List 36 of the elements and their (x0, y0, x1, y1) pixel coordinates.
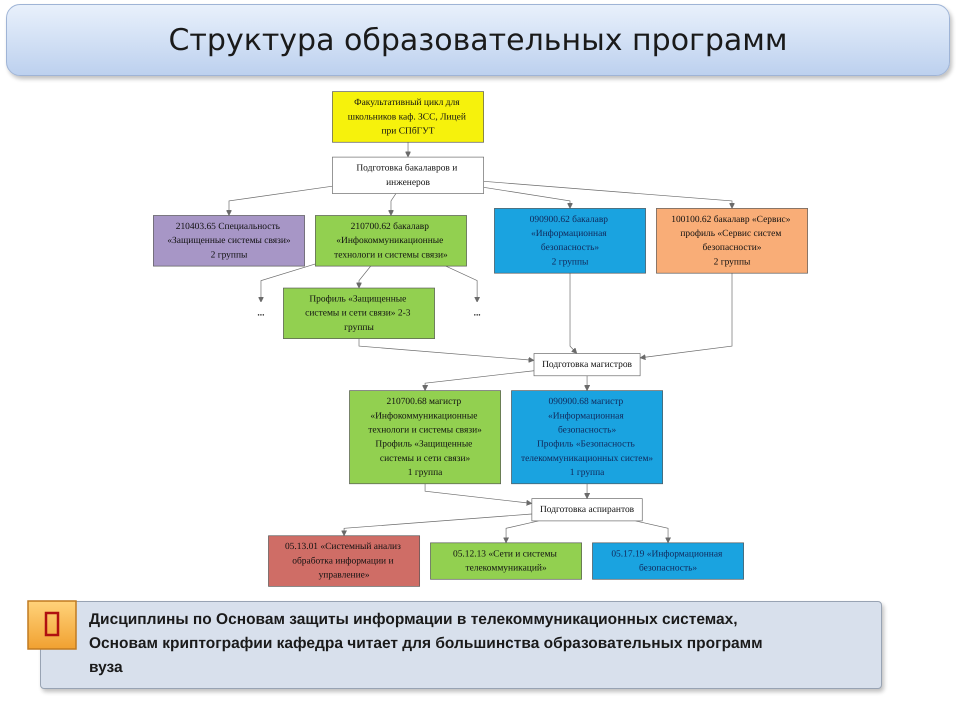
arrow (356, 266, 370, 288)
node-box: Факультативный цикл для школьников каф. ЗСС, Лицей при СПбГУТ (332, 91, 484, 143)
node-box: 210403.65 Специальность «Защищенные системы связи» 2 группы (152, 215, 304, 266)
arrow (258, 264, 316, 302)
node-box: 210700.68 магистр «Инфокоммуникационные технологи и системы связи» Профиль «Защищенные системы и сети связи» 1 группа (348, 390, 500, 484)
node-box: 05.17.19 «Информационная безопасность» (592, 542, 744, 580)
node-text: ... (473, 308, 480, 318)
node-box: 05.12.13 «Сети и системы телекоммуникаций» (430, 542, 582, 580)
arrow (226, 186, 332, 216)
arrow (569, 272, 577, 354)
slide-title: Структура образовательных программ (6, 4, 950, 76)
arrow (502, 520, 538, 544)
arrow (634, 520, 671, 544)
arrow (422, 370, 534, 391)
node-box: Подготовка аспирантов (531, 498, 642, 522)
node-box: 100100.62 бакалавр «Сервис» профиль «Сервис систем безопасности» 2 группы (656, 208, 808, 274)
node-box: Подготовка бакалавров и инженеров (332, 156, 484, 194)
arrow (444, 266, 480, 302)
arrow (639, 272, 732, 360)
node-box: Профиль «Защищенные системы и сети связи» 2-3 группы (282, 288, 434, 339)
node-box: 210700.62 бакалавр «Инфокоммуникационные технологи и системы связи» (314, 215, 466, 266)
arrow (482, 186, 572, 209)
node-box: 090900.62 бакалавр «Информационная безопасность» 2 группы (494, 208, 646, 274)
note-text: Дисциплины по Основам защиты информации в телекоммуникационных системах, Основам криптографии кафедра читает для большинства образовательных программ вуза (89, 610, 764, 678)
node-text: ... (256, 308, 264, 318)
arrow (584, 375, 590, 391)
arrow (404, 142, 410, 158)
node-box: Подготовка магистров (533, 353, 640, 376)
arrow (482, 180, 734, 209)
node-box: 090900.68 магистр «Информационная безопасность» Профиль «Безопасность телекоммуникационных систем» 1 группа (510, 390, 662, 484)
arrow (358, 338, 534, 363)
arrow (584, 483, 590, 499)
arrow (388, 193, 396, 216)
arrow (340, 514, 532, 536)
node-box: 05.13.01 «Системный анализ обработка информации и управление» (268, 535, 420, 587)
arrow (424, 483, 532, 506)
